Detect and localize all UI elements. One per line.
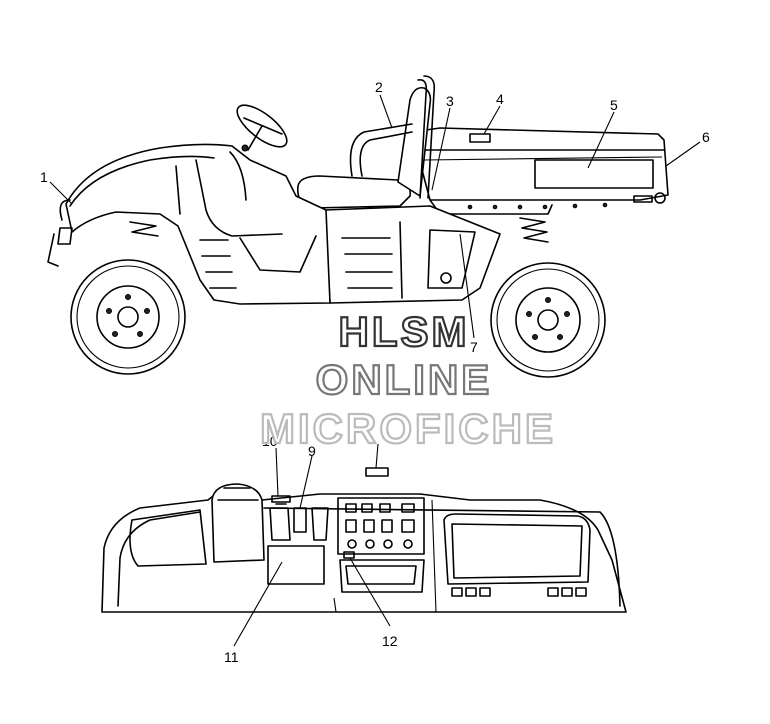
callout-4: 4 (496, 91, 504, 107)
callout-9: 9 (308, 443, 316, 459)
vehicle-illustration (47, 75, 669, 378)
front-body (65, 143, 331, 305)
watermark-line-1: HLSM (339, 308, 470, 355)
seat (296, 75, 436, 209)
callout-12: 12 (382, 633, 398, 649)
callout-1: 1 (40, 169, 48, 185)
front-wheel (70, 259, 186, 375)
rear-wheel (490, 262, 606, 378)
callout-10: 10 (262, 433, 278, 449)
rear-suspension (519, 217, 549, 243)
watermark: HLSM ONLINE MICROFICHE (259, 307, 556, 453)
steering-wheel (236, 104, 288, 151)
watermark-line-3: MICROFICHE (260, 405, 556, 452)
front-suspension (129, 221, 159, 237)
callout-3: 3 (446, 93, 454, 109)
leader-lines (49, 94, 701, 647)
callout-7: 7 (470, 339, 478, 355)
callout-8: 8 (382, 427, 390, 443)
callout-2: 2 (375, 79, 383, 95)
dashboard-illustration (101, 467, 627, 613)
callout-11: 11 (224, 649, 239, 665)
rear-fender (324, 205, 501, 304)
callout-6: 6 (702, 129, 710, 145)
callout-labels: 1 2 3 4 5 6 7 8 9 10 11 12 (40, 79, 710, 665)
cargo-box (411, 127, 669, 215)
watermark-line-2: ONLINE (316, 356, 493, 403)
callout-5: 5 (610, 97, 618, 113)
